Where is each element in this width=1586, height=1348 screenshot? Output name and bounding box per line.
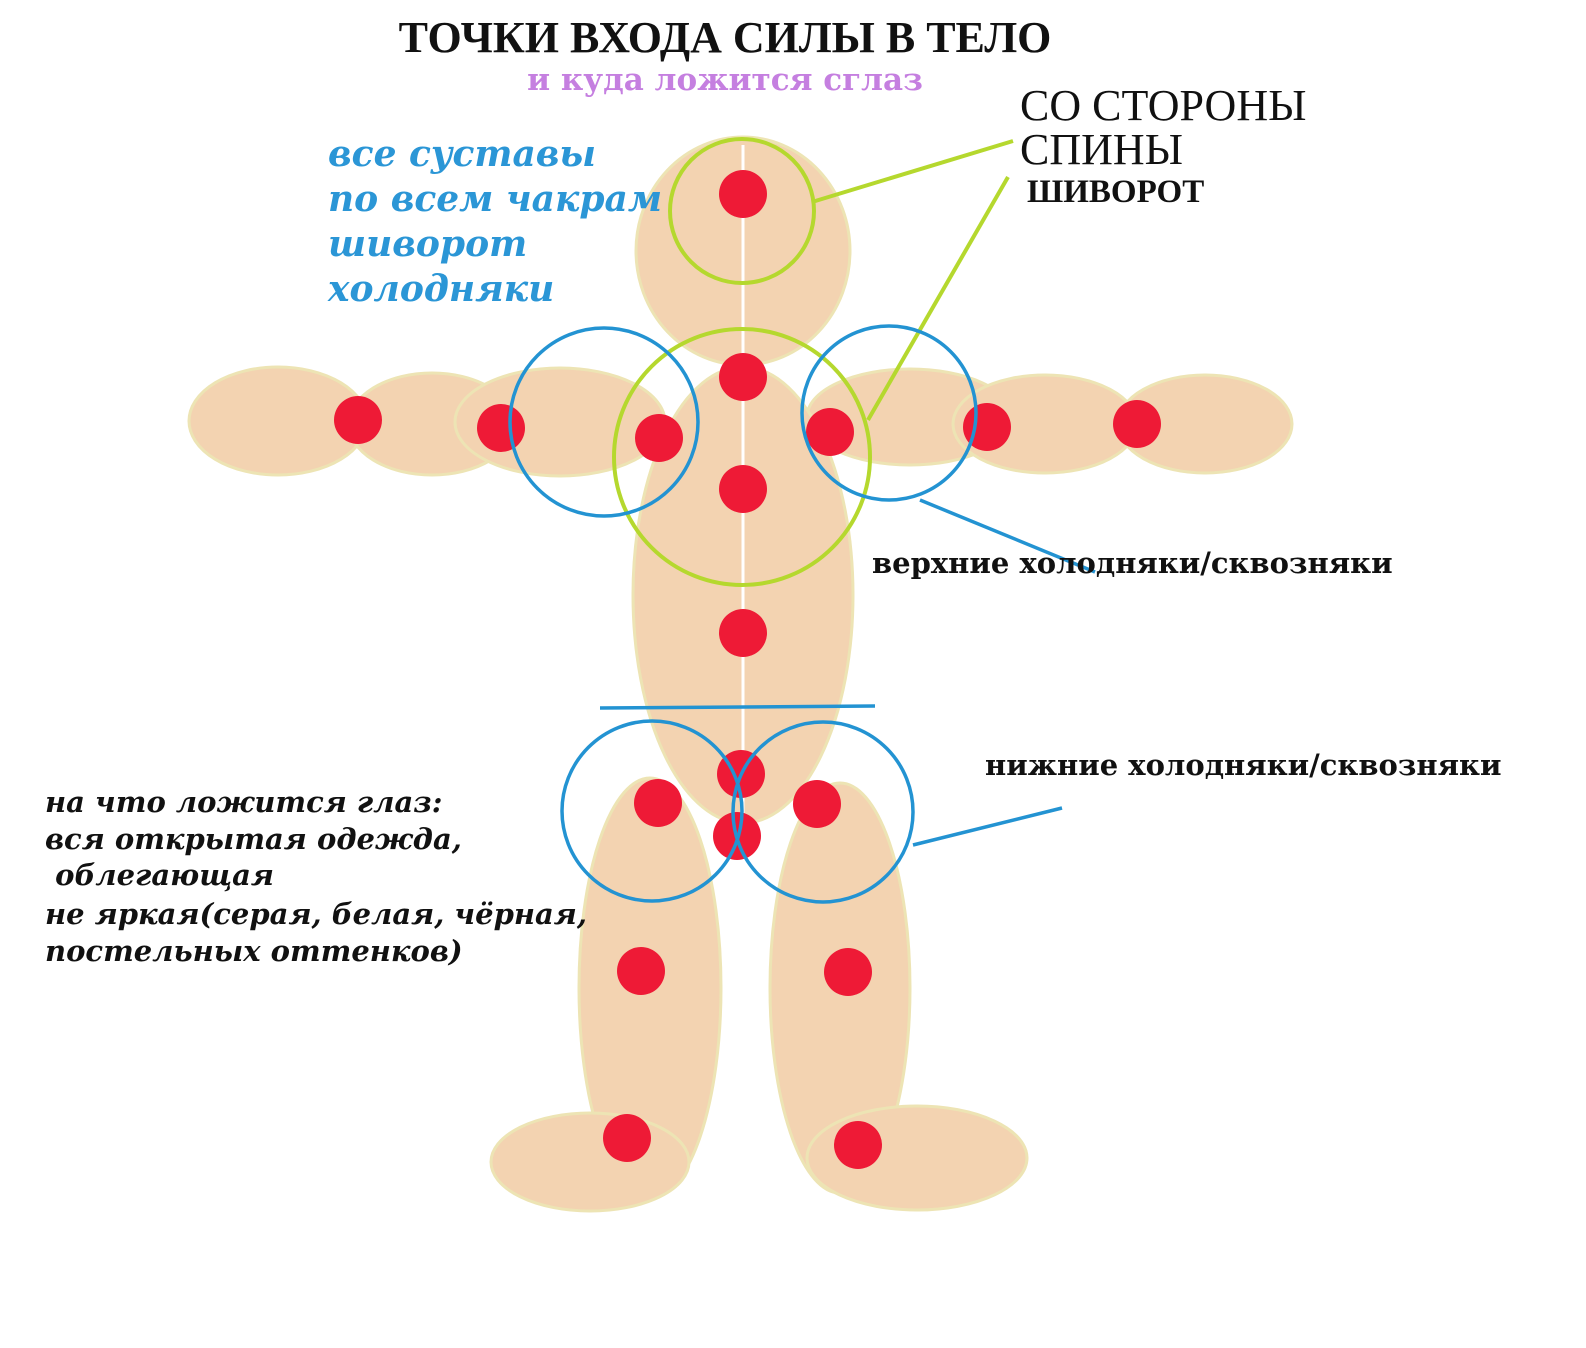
point-right-hip: [793, 780, 841, 828]
evil-eye-line: вся открытая одежда,: [45, 822, 462, 856]
green-leader-chest: [866, 176, 1010, 421]
point-head: [719, 170, 767, 218]
point-left-hip: [634, 779, 682, 827]
point-right-shoulder: [806, 408, 854, 456]
point-left-elbow: [477, 404, 525, 452]
point-left-wrist: [334, 396, 382, 444]
blue-circle-right-shoulder: [800, 324, 978, 502]
green-leader-head: [811, 139, 1014, 204]
back-side-label-line2: СПИНЫ: [1020, 125, 1184, 174]
lower-drafts-label: нижние холодняки/сквозняки: [985, 748, 1502, 782]
entry-list-item: все суставы: [328, 133, 597, 175]
entry-list-item: холодняки: [328, 268, 555, 310]
entry-list-item: по всем чакрам: [328, 178, 663, 220]
blue-leader-lower: [912, 806, 1063, 847]
point-right-wrist: [1113, 400, 1161, 448]
green-zones: [612, 137, 1014, 587]
left-foot: [489, 1111, 691, 1213]
back-side-label-line1: СО СТОРОНЫ: [1020, 81, 1307, 130]
back-side-label-line3: ШИВОРОТ: [1027, 174, 1205, 210]
point-left-knee: [617, 947, 665, 995]
point-right-ankle: [834, 1121, 882, 1169]
point-neck: [719, 353, 767, 401]
green-circle-head: [668, 137, 816, 285]
evil-eye-line: не яркая(серая, белая, чёрная,: [45, 897, 587, 931]
point-chest: [719, 465, 767, 513]
green-circle-chest: [612, 327, 872, 587]
entry-list-item: шиворот: [328, 223, 528, 265]
page-title: ТОЧКИ ВХОДА СИЛЫ В ТЕЛО: [398, 13, 1052, 62]
waist-line: [599, 704, 876, 710]
blue-circle-left-shoulder: [508, 326, 700, 518]
blue-leader-upper: [919, 498, 1096, 574]
blue-circle-left-hip: [560, 719, 744, 903]
evil-eye-line: на что ложится глаз:: [45, 785, 443, 819]
entry-points: [334, 170, 1161, 1169]
blue-zones: [508, 324, 1096, 904]
point-right-knee: [824, 948, 872, 996]
blue-circle-right-hip: [731, 720, 915, 904]
point-left-ankle: [603, 1114, 651, 1162]
evil-eye-line: постельных оттенков): [45, 934, 463, 968]
point-left-shoulder: [635, 414, 683, 462]
page-subtitle: и куда ложится сглаз: [527, 62, 923, 98]
point-belly: [719, 609, 767, 657]
upper-drafts-label: верхние холодняки/сквозняки: [872, 546, 1393, 580]
evil-eye-line: облегающая: [45, 858, 274, 892]
